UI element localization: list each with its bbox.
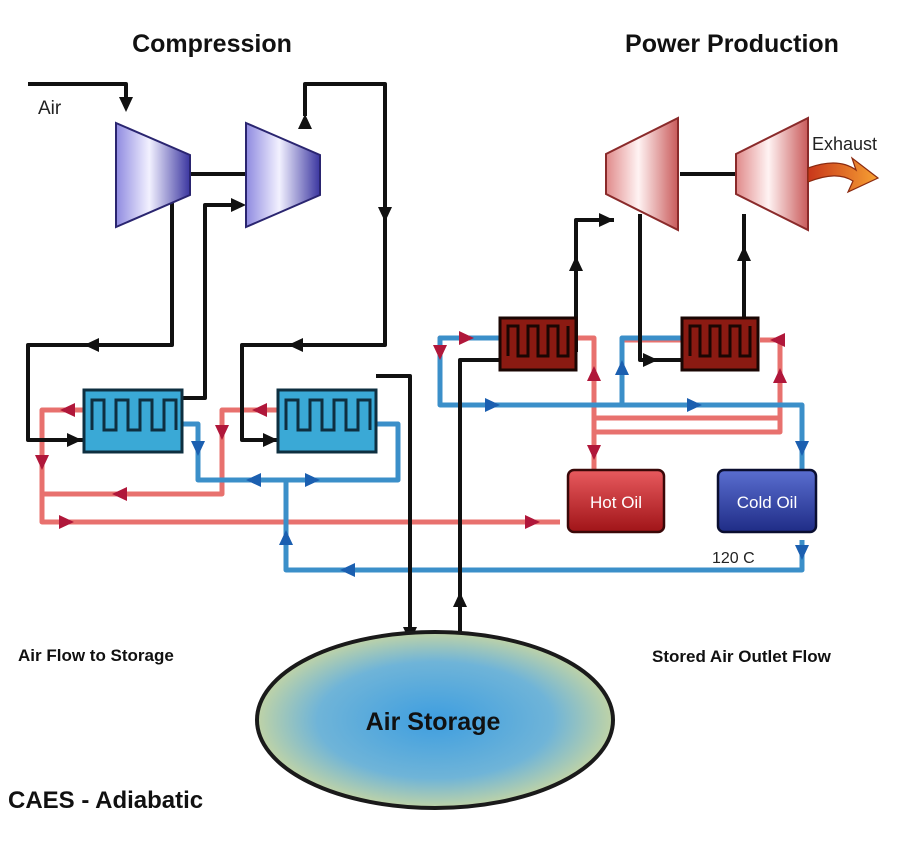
exhaust-label: Exhaust xyxy=(812,134,877,154)
air-flow-to-storage-label: Air Flow to Storage xyxy=(18,646,174,665)
cold-oil-lines xyxy=(182,335,805,573)
hot-oil-label: Hot Oil xyxy=(590,493,642,512)
exhaust-arrow-icon xyxy=(807,156,880,194)
turbine-2 xyxy=(735,116,809,232)
intercooler-2 xyxy=(276,388,378,454)
reheater-2 xyxy=(680,316,760,372)
air-storage-label: Air Storage xyxy=(366,708,501,736)
temperature-label: 120 C xyxy=(712,550,755,567)
compressor-1 xyxy=(115,121,191,229)
compression-title: Compression xyxy=(132,30,292,58)
air-storage: Air Storage xyxy=(255,630,615,810)
intercooler-1 xyxy=(82,388,184,454)
air-inlet-label: Air xyxy=(38,98,62,119)
compressor-2 xyxy=(245,121,321,229)
reheater-1 xyxy=(498,316,578,372)
hot-oil-tank: Hot Oil xyxy=(566,468,666,534)
turbine-1 xyxy=(605,116,679,232)
cold-oil-label: Cold Oil xyxy=(737,493,797,512)
power-production-title: Power Production xyxy=(625,30,839,58)
stored-air-outlet-flow-label: Stored Air Outlet Flow xyxy=(652,647,832,666)
cold-oil-tank: Cold Oil xyxy=(716,468,818,534)
air-lines xyxy=(26,82,746,640)
flow-arrows xyxy=(35,97,809,642)
caption-title: CAES - Adiabatic xyxy=(8,787,203,814)
